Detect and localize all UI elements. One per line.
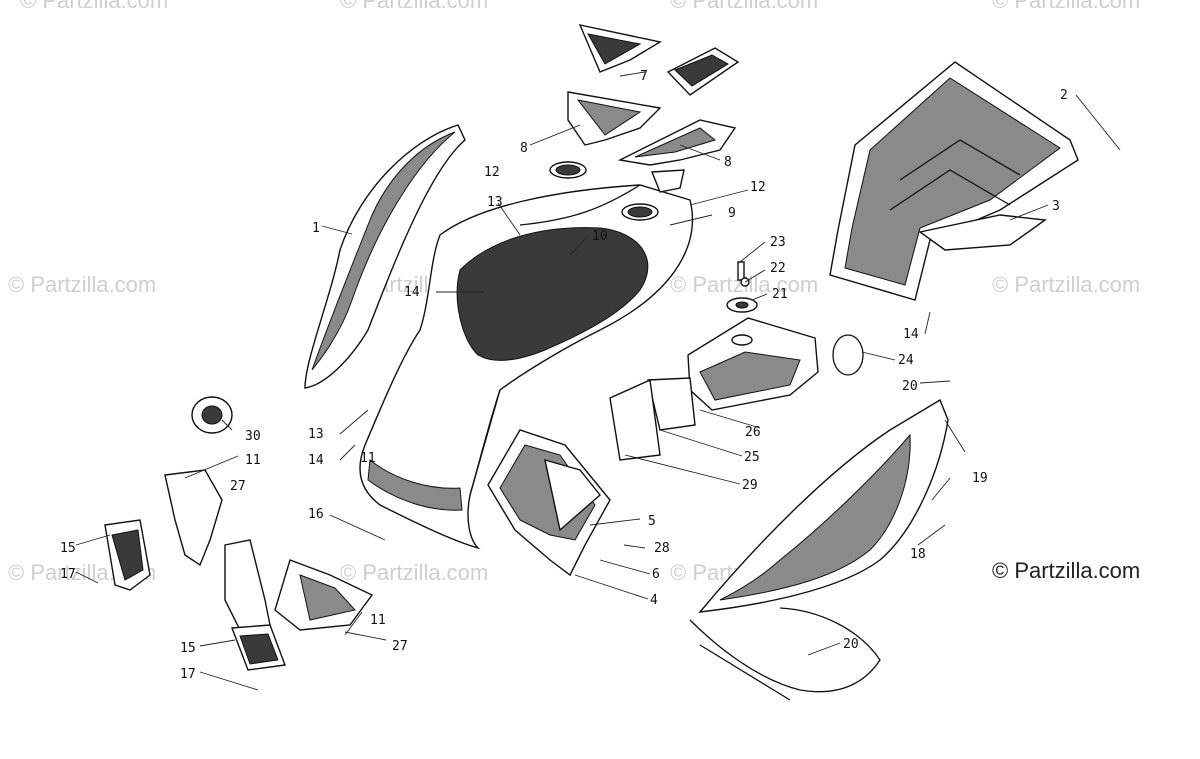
callout-label: 12 <box>750 180 766 195</box>
part-brackets-left <box>104 469 374 671</box>
callout-label: 14 <box>404 285 420 300</box>
part-lower-duct <box>487 429 611 577</box>
watermark: © Partzilla.com <box>992 0 1140 13</box>
callout-label: 27 <box>230 479 246 494</box>
part-tape-roll <box>191 396 233 434</box>
callout-label: 29 <box>742 478 758 493</box>
watermark: © Partzilla.com <box>670 0 818 13</box>
callout-label: 13 <box>308 427 324 442</box>
callout-label: 11 <box>245 453 261 468</box>
callout-label: 20 <box>902 379 918 394</box>
callout-label: 23 <box>770 235 786 250</box>
watermark: © Partzilla.com <box>8 272 156 297</box>
callout-label: 14 <box>308 453 324 468</box>
callout-label: 3 <box>1052 199 1060 214</box>
callout-label: 17 <box>180 667 196 682</box>
callout-label: 2 <box>1060 88 1068 103</box>
part-boot-12 <box>549 161 685 221</box>
part-grille-7 <box>578 24 740 96</box>
callout-label: 11 <box>370 613 386 628</box>
callout-label: 16 <box>308 507 324 522</box>
callout-label: 4 <box>650 593 658 608</box>
callout-label: 27 <box>392 639 408 654</box>
callout-label: 30 <box>245 429 261 444</box>
callout-label: 8 <box>724 155 732 170</box>
callout-label: 10 <box>592 229 608 244</box>
part-side-panel-left <box>304 124 466 389</box>
part-vent-8 <box>567 91 737 166</box>
callout-label: 19 <box>972 471 988 486</box>
callout-label: 6 <box>652 567 660 582</box>
callout-label: 9 <box>728 206 736 221</box>
leader-lines <box>75 71 1121 691</box>
callout-label: 15 <box>180 641 196 656</box>
callout-label: 17 <box>60 567 76 582</box>
callout-label: 14 <box>903 327 919 342</box>
callout-label: 15 <box>60 541 76 556</box>
callout-numbers: 1 2 3 4 5 6 7 8 8 9 10 11 11 11 12 12 13… <box>60 69 1068 682</box>
callout-label: 8 <box>520 141 528 156</box>
watermark: © Partzilla.com <box>340 0 488 13</box>
part-side-panel-right <box>689 398 949 701</box>
copyright-notice: © Partzilla.com <box>992 558 1140 583</box>
callout-label: 21 <box>772 287 788 302</box>
watermark: © Partzilla.com <box>20 0 168 13</box>
part-grommet-clamp <box>726 261 864 376</box>
watermark: © Partzilla.com <box>992 272 1140 297</box>
part-console-tray <box>829 61 1079 301</box>
callout-label: 18 <box>910 547 926 562</box>
callout-label: 12 <box>484 165 500 180</box>
callout-label: 13 <box>487 195 503 210</box>
callout-label: 7 <box>640 69 648 84</box>
watermark: © Partzilla.com <box>340 560 488 585</box>
callout-label: 11 <box>360 451 376 466</box>
callout-label: 25 <box>744 450 760 465</box>
callout-label: 28 <box>654 541 670 556</box>
callout-label: 5 <box>648 514 656 529</box>
callout-label: 1 <box>312 221 320 236</box>
callout-label: 26 <box>745 425 761 440</box>
callout-label: 22 <box>770 261 786 276</box>
part-air-duct <box>609 317 819 461</box>
callout-label: 24 <box>898 353 914 368</box>
callout-label: 20 <box>843 637 859 652</box>
part-main-hood <box>359 184 694 550</box>
